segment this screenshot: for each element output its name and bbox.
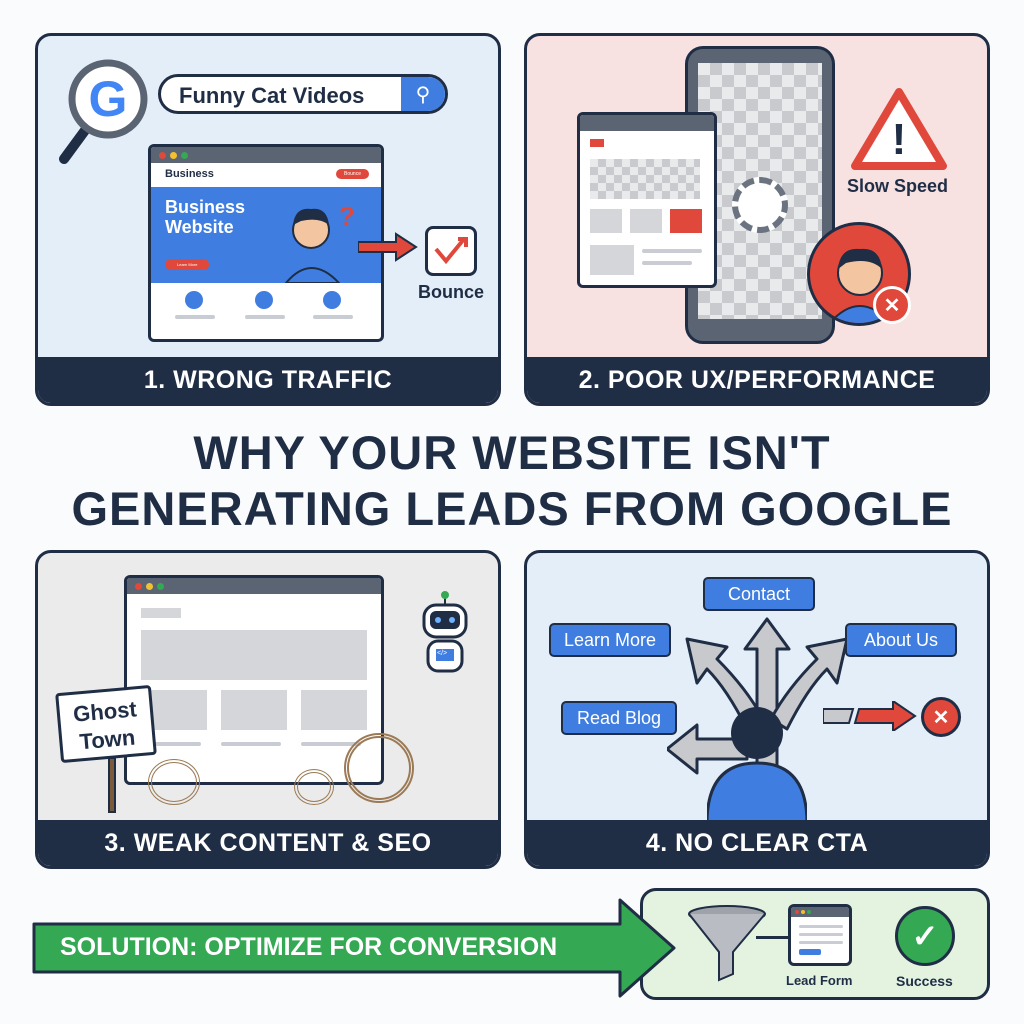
bounce-chart-icon [425, 226, 477, 276]
hero-title-2: Website [165, 217, 234, 237]
ghost-town-sign: Ghost Town [55, 684, 157, 764]
tumbleweed-icon [344, 733, 414, 803]
warning-icon: ! [851, 86, 947, 175]
robot-icon: </> [410, 591, 480, 691]
hero-learn-more-button[interactable]: Learn More [165, 259, 210, 270]
panel-wrong-traffic: G Funny Cat Videos ⚲ Business Bounce Bus… [35, 33, 501, 406]
hero-title-1: Business [165, 197, 246, 217]
empty-webpage-window [124, 575, 384, 785]
search-bar[interactable]: Funny Cat Videos ⚲ [158, 74, 448, 114]
tumbleweed-icon [148, 759, 200, 805]
read-blog-button[interactable]: Read Blog [561, 701, 677, 735]
main-title: WHY YOUR WEBSITE ISN'T GENERATING LEADS … [0, 425, 1024, 537]
search-icon[interactable]: ⚲ [401, 77, 445, 111]
robot-code-label: </> [437, 650, 448, 657]
learn-more-button[interactable]: Learn More [549, 623, 671, 657]
lead-form-label: Lead Form [786, 973, 853, 988]
panel-no-cta: ✕ Contact Learn More About Us Read Blog … [524, 550, 990, 869]
broken-red-arrow-icon [822, 699, 923, 736]
panel-weak-content: </> Ghost Town 3. WEAK CONTENT & SEO [35, 550, 501, 869]
slow-speed-label: Slow Speed [847, 176, 949, 196]
svg-text:G: G [89, 71, 128, 127]
panel-poor-ux: ! Slow Speed ✕ 2. POOR UX/PERFORMANCE [524, 33, 990, 406]
error-x-icon: ✕ [921, 697, 961, 737]
svg-text:!: ! [892, 115, 907, 164]
panel-caption: 4. NO CLEAR CTA [527, 820, 987, 866]
error-x-icon: ✕ [873, 286, 911, 324]
site-brand: Business [165, 168, 214, 180]
panel-caption: 2. POOR UX/PERFORMANCE [527, 357, 987, 403]
success-check-icon[interactable]: ✓ [895, 906, 955, 966]
search-query: Funny Cat Videos [179, 83, 365, 108]
solution-arrow [30, 896, 680, 1005]
arrow-right-icon [357, 232, 418, 267]
about-us-button[interactable]: About Us [845, 623, 957, 657]
tumbleweed-icon [294, 769, 334, 805]
business-website-window: Business Bounce Business Website Learn M… [148, 144, 384, 342]
broken-webpage-window [577, 112, 717, 288]
solution-label: SOLUTION: OPTIMIZE FOR CONVERSION [60, 933, 558, 961]
loading-spinner-icon [732, 177, 788, 233]
title-line-2: GENERATING LEADS FROM GOOGLE [71, 482, 953, 535]
panel-caption: 1. WRONG TRAFFIC [38, 357, 498, 403]
magnifier-icon: G [56, 54, 162, 184]
sign-post [108, 757, 116, 813]
title-line-1: WHY YOUR WEBSITE ISN'T [193, 426, 831, 479]
confused-person-back [705, 693, 809, 828]
funnel-icon [685, 904, 769, 989]
panel-caption: 3. WEAK CONTENT & SEO [38, 820, 498, 866]
bounce-label: Bounce [418, 282, 485, 302]
success-label: Success [896, 973, 953, 989]
nav-bounce-button[interactable]: Bounce [336, 169, 369, 179]
confused-person-icon: ? [281, 195, 355, 284]
svg-text:?: ? [339, 201, 355, 231]
lead-form-icon [788, 904, 852, 966]
contact-button[interactable]: Contact [703, 577, 815, 611]
funnel-connector [756, 936, 790, 939]
